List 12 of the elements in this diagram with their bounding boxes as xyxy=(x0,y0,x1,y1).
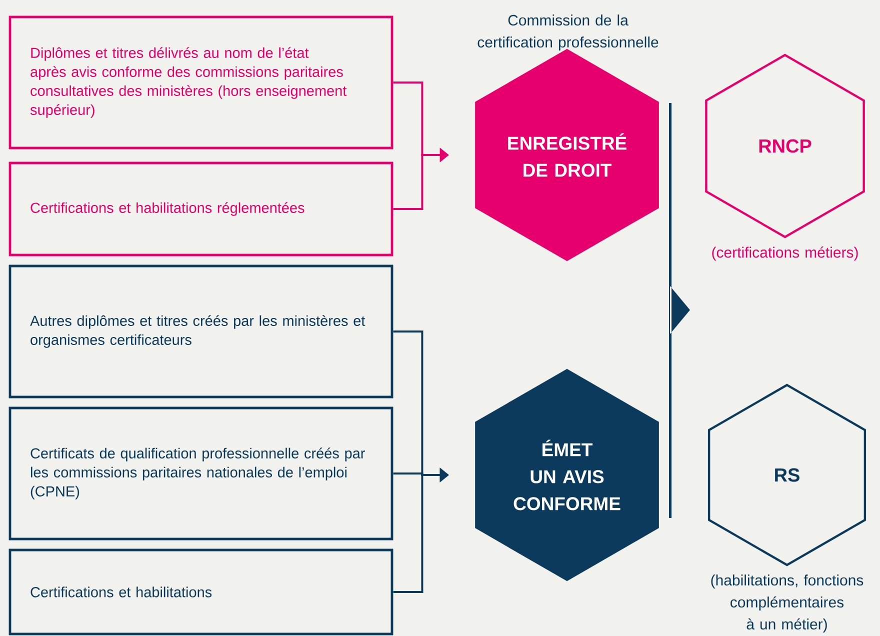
heading: Commission de la certification professionnelle xyxy=(478,14,658,50)
text-box: Diplômes et titres délivrés au nom de l’état après avis conforme des commissions paritaires consultatives des ministères (hors enseignement supérieur) xyxy=(8,16,394,150)
text-box: Certifications et habilitations xyxy=(8,548,394,636)
hexagon-caption: (habilitations, fonctions complémentaires à un métier) xyxy=(711,574,864,632)
hexagon-outline: RNCP xyxy=(705,54,865,238)
text-box: Certificats de qualification professionnelle créés par les commissions paritaires nationales de l’emploi (CPNE) xyxy=(8,406,394,540)
text-box: Certifications et habilitations réglementées xyxy=(8,162,394,256)
text-box: Autres diplômes et titres créés par les ministères et organismes certificateurs xyxy=(8,264,394,398)
hexagon-caption: (certifications métiers) xyxy=(712,246,858,261)
hexagon-outline: RS xyxy=(708,384,866,566)
hexagon: ENREGISTRÉ DE DROIT xyxy=(475,48,659,262)
hexagon: ÉMET UN AVIS CONFORME xyxy=(475,368,659,582)
